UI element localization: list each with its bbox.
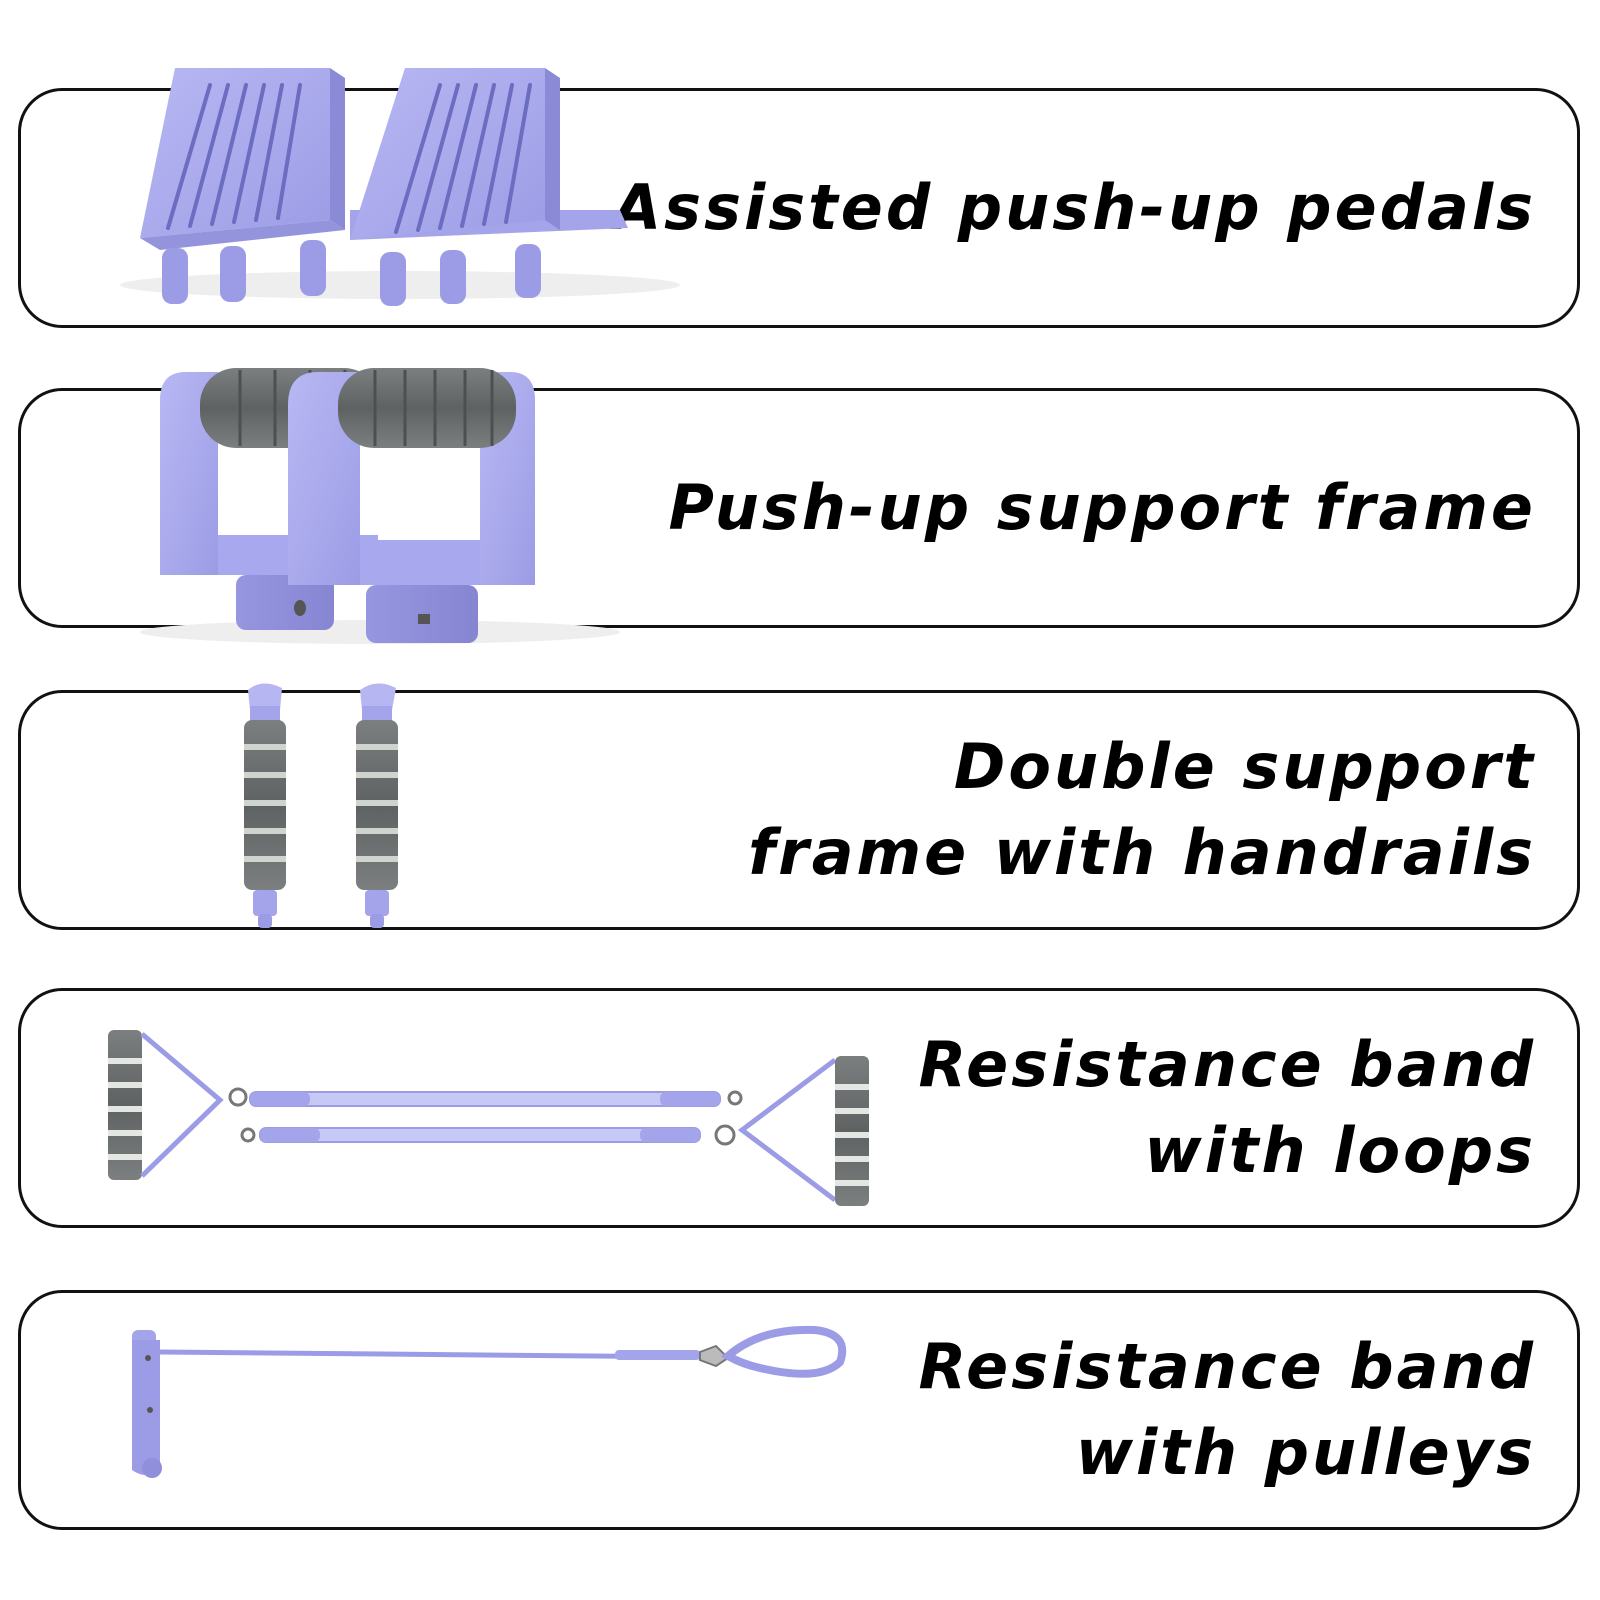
item-label-band-loops: Resistance band with loops [918, 988, 1536, 1228]
foam-roll-front [338, 368, 516, 448]
resistance-band-pulley-icon [132, 1325, 847, 1478]
item-card-band-loops [18, 988, 1580, 1228]
pulley-loop [721, 1325, 847, 1378]
pedal-right [350, 68, 628, 306]
label-line: with pulleys [1075, 1416, 1536, 1489]
push-up-pedals-icon [120, 68, 680, 306]
item-label-handrails: Double support frame with handrails [748, 690, 1536, 930]
label-line: Resistance band [918, 1330, 1536, 1403]
handrails-icon [244, 683, 398, 928]
label-line: frame with handrails [748, 816, 1536, 889]
item-label-band-pulley: Resistance band with pulleys [918, 1290, 1536, 1530]
resistance-band-loops-icon [108, 1030, 869, 1206]
push-up-frame-icon [140, 368, 620, 644]
handrail-right [356, 683, 398, 928]
band-handle-left [108, 1030, 224, 1180]
label-line: Assisted push-up pedals [613, 171, 1536, 244]
label-line: Resistance band [918, 1028, 1536, 1101]
label-line: with loops [1144, 1114, 1536, 1187]
band-tubes [249, 1091, 721, 1143]
pulley-bracket [132, 1330, 162, 1478]
handrail-left [244, 683, 286, 928]
pulley-clip [699, 1344, 730, 1368]
item-label-frame: Push-up support frame [669, 388, 1537, 628]
label-line: Push-up support frame [668, 471, 1536, 544]
pedal-left [140, 68, 345, 304]
label-line: Double support [953, 730, 1536, 803]
item-label-pedals: Assisted push-up pedals [613, 88, 1536, 328]
band-handle-right [737, 1056, 869, 1206]
pulley-cord [159, 1349, 701, 1360]
